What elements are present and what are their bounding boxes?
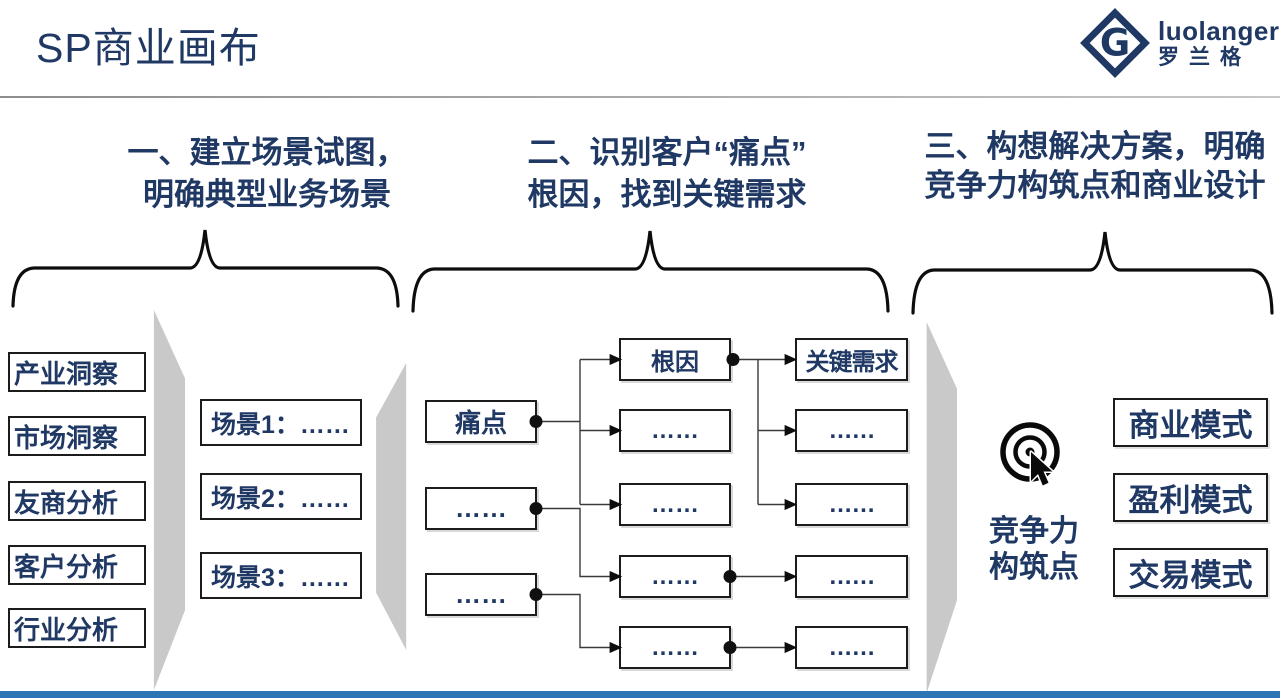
scenario-box-2: 场景2：…… <box>200 473 362 520</box>
pain-box-1: 痛点 <box>425 400 537 443</box>
funnel-panel-1 <box>153 310 185 690</box>
brace-3 <box>911 231 1274 315</box>
analysis-box-3: 友商分析 <box>8 481 146 521</box>
brace-2 <box>411 230 890 313</box>
model-box-1: 商业模式 <box>1113 398 1268 447</box>
scenario-box-3: 场景3：…… <box>200 552 362 599</box>
need-box-4: …… <box>795 555 908 598</box>
svg-text:G: G <box>1100 22 1130 65</box>
competitiveness-label: 竞争力构筑点 <box>989 515 1079 584</box>
pain-box-2: …… <box>425 487 537 530</box>
header-divider <box>0 96 1280 98</box>
brand-name-cn: 罗兰格 <box>1158 46 1251 69</box>
cause-box-3: …… <box>619 483 731 526</box>
analysis-box-4: 客户分析 <box>8 545 146 585</box>
need-box-2: …… <box>795 409 908 452</box>
model-box-3: 交易模式 <box>1113 548 1268 597</box>
brace-1 <box>11 229 400 308</box>
need-box-5: …… <box>795 626 908 669</box>
cause-box-4: …… <box>619 555 731 598</box>
need-box-3: …… <box>795 483 908 526</box>
brand-logo: G luolanger 罗兰格 <box>1080 8 1280 78</box>
scenario-box-1: 场景1：…… <box>200 399 362 446</box>
pain-box-3: …… <box>425 573 537 616</box>
section-braces <box>11 229 1274 315</box>
bottom-accent-bar <box>0 691 1280 698</box>
analysis-box-5: 行业分析 <box>8 608 146 648</box>
model-box-2: 盈利模式 <box>1113 473 1268 522</box>
step-3-heading: 三、构想解决方案，明确竞争力构筑点和商业设计 <box>924 129 1266 203</box>
cause-box-2: …… <box>619 409 731 452</box>
analysis-box-1: 产业洞察 <box>8 352 146 392</box>
step-1-heading: 一、建立场景试图，明确典型业务场景 <box>127 135 407 212</box>
target-cursor-icon <box>996 418 1072 496</box>
analysis-box-2: 市场洞察 <box>8 416 146 456</box>
funnel-panel-3 <box>926 322 957 693</box>
cause-box-1: 根因 <box>619 338 731 381</box>
logo-diamond-icon: G <box>1080 8 1150 78</box>
cause-box-5: …… <box>619 626 731 669</box>
need-box-1: 关键需求 <box>795 338 908 381</box>
page-title: SP商业画布 <box>36 25 261 71</box>
funnel-panel-2 <box>376 363 407 650</box>
step-2-heading: 二、识别客户“痛点”根因，找到关键需求 <box>527 135 807 212</box>
brand-name: luolanger <box>1158 16 1280 46</box>
